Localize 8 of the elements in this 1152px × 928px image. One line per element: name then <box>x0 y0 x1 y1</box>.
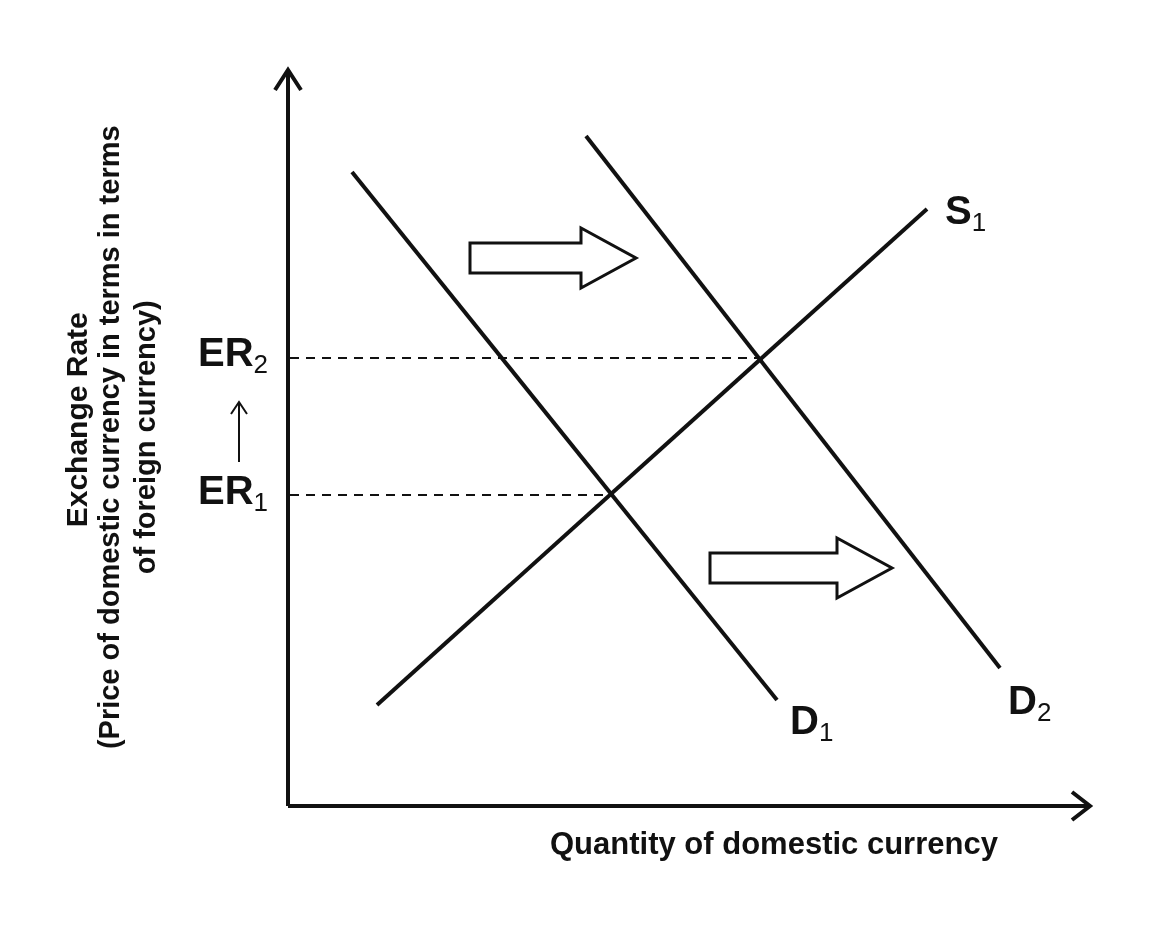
curve-label: S$_{1}$ <box>945 190 987 235</box>
curve-label: ER$_{1}$ <box>198 470 269 515</box>
curve-label: ER$_{2}$ <box>198 332 269 377</box>
curve-label: D$_{1}$ <box>790 700 834 745</box>
axis-title: (Price of domestic currency in terms in terms of foreign currency) <box>92 124 162 752</box>
axis-title: Exchange Rate <box>59 310 95 529</box>
axis-title: Quantity of domestic currency <box>550 828 998 859</box>
curve-label: D$_{2}$ <box>1008 680 1052 725</box>
